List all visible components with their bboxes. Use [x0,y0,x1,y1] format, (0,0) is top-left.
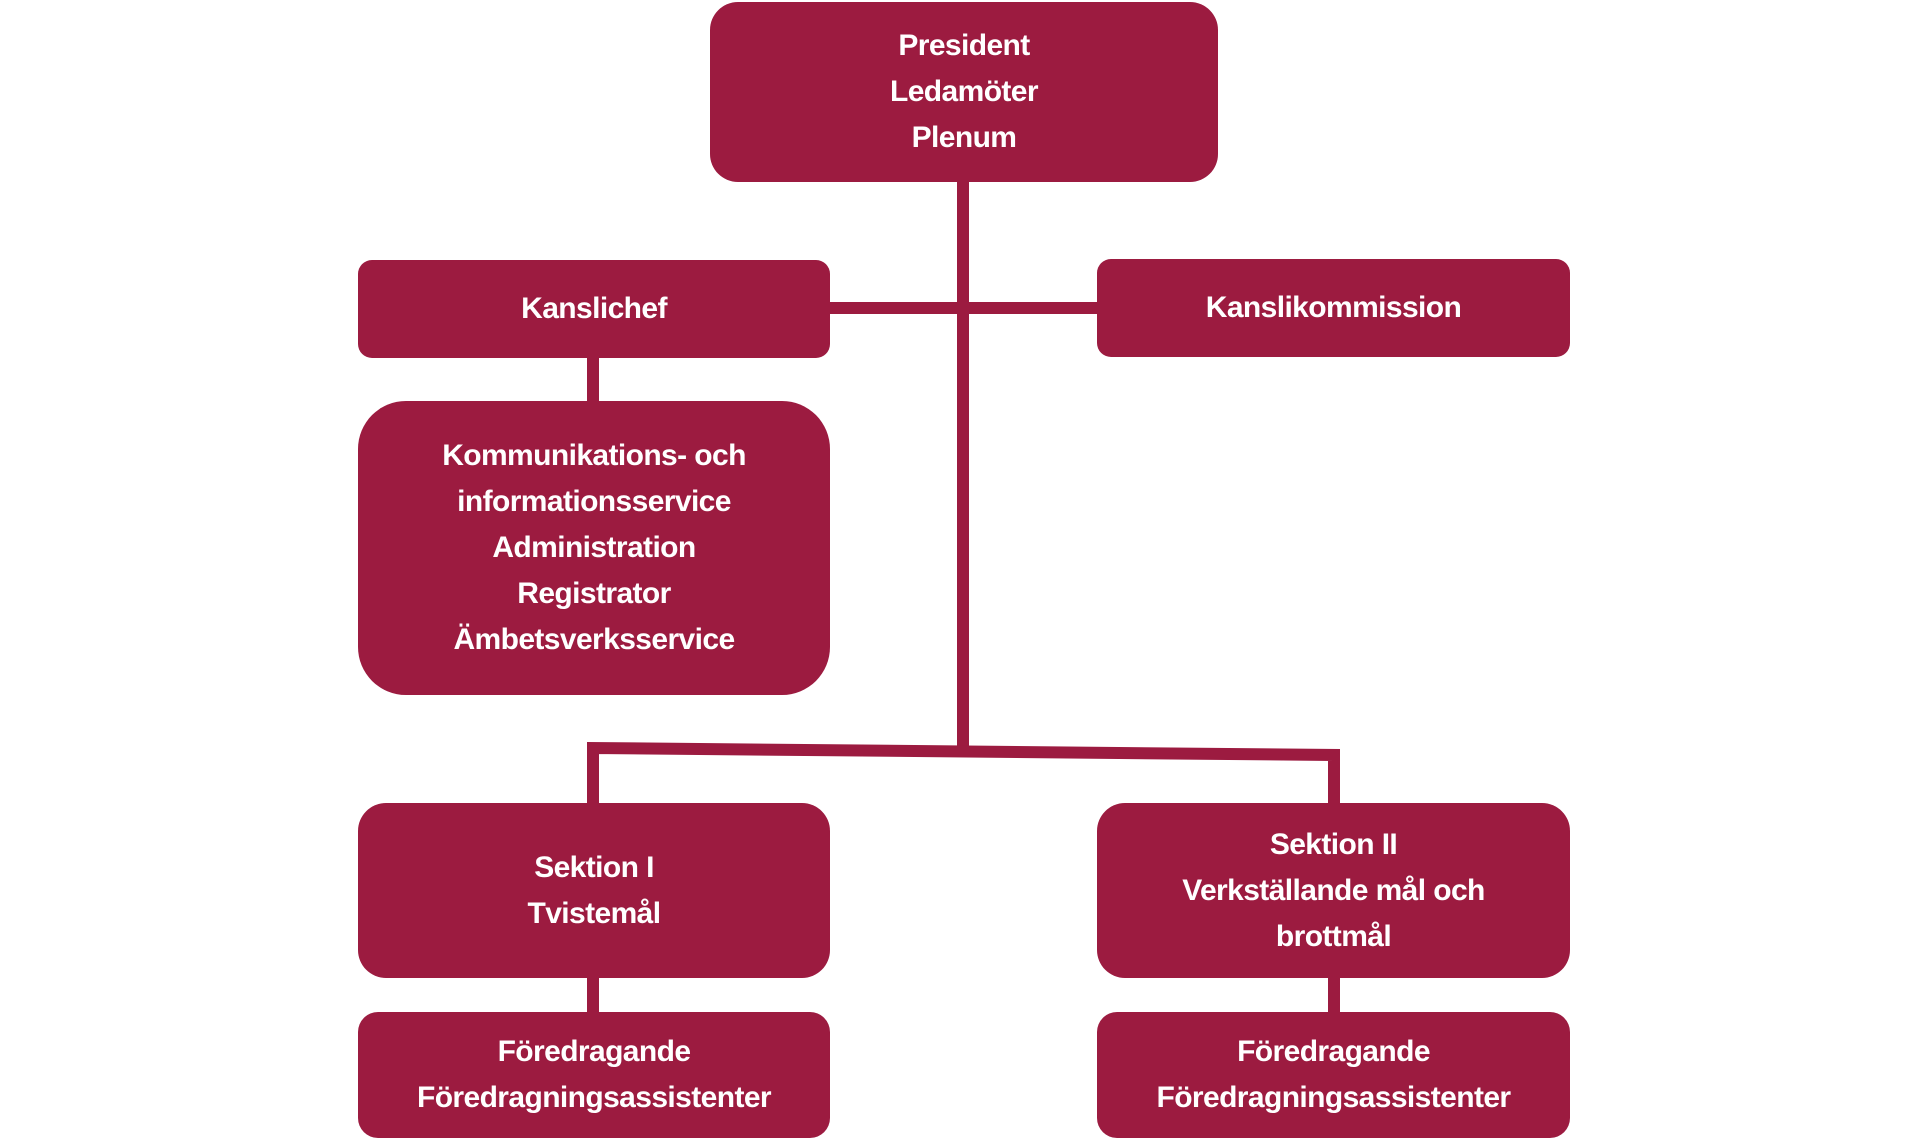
node-line: Föredragningsassistenter [1156,1081,1511,1114]
node-kanslikommission: Kanslikommission [1097,259,1570,357]
node-line: Sektion II [1269,827,1398,861]
node-sektion-2: Sektion II Verkställande mål och brottmå… [1097,803,1570,978]
node-line: informationsservice [457,485,731,518]
node-line: Plenum [911,121,1017,154]
node-sektion-1: Sektion I Tvistemål [358,803,830,978]
node-kansli-units: Kommunikations- och informationsservice … [358,401,830,695]
node-line: brottmål [1275,919,1392,953]
node-sektion-1-staff: Föredragande Föredragningsassistenter [358,1012,830,1138]
node-line: Föredragningsassistenter [416,1081,772,1114]
node-line: Registrator [517,577,671,610]
node-line: President [898,29,1030,62]
node-line: Sektion I [534,850,654,884]
node-line: Verkställande mål och [1182,873,1485,907]
node-line: Kanslikommission [1205,291,1462,324]
node-kanslichef: Kanslichef [358,260,830,358]
node-line: Föredragande [1237,1035,1430,1068]
node-line: Kommunikations- och [442,439,746,472]
node-line: Ledamöter [890,75,1039,108]
node-line: Administration [492,531,696,564]
node-line: Tvistemål [527,896,662,930]
node-line: Ämbetsverksservice [453,623,735,656]
node-line: Kanslichef [521,292,667,325]
node-sektion-2-staff: Föredragande Föredragningsassistenter [1097,1012,1570,1138]
node-line: Föredragande [497,1035,691,1068]
node-president: President Ledamöter Plenum [710,2,1218,182]
